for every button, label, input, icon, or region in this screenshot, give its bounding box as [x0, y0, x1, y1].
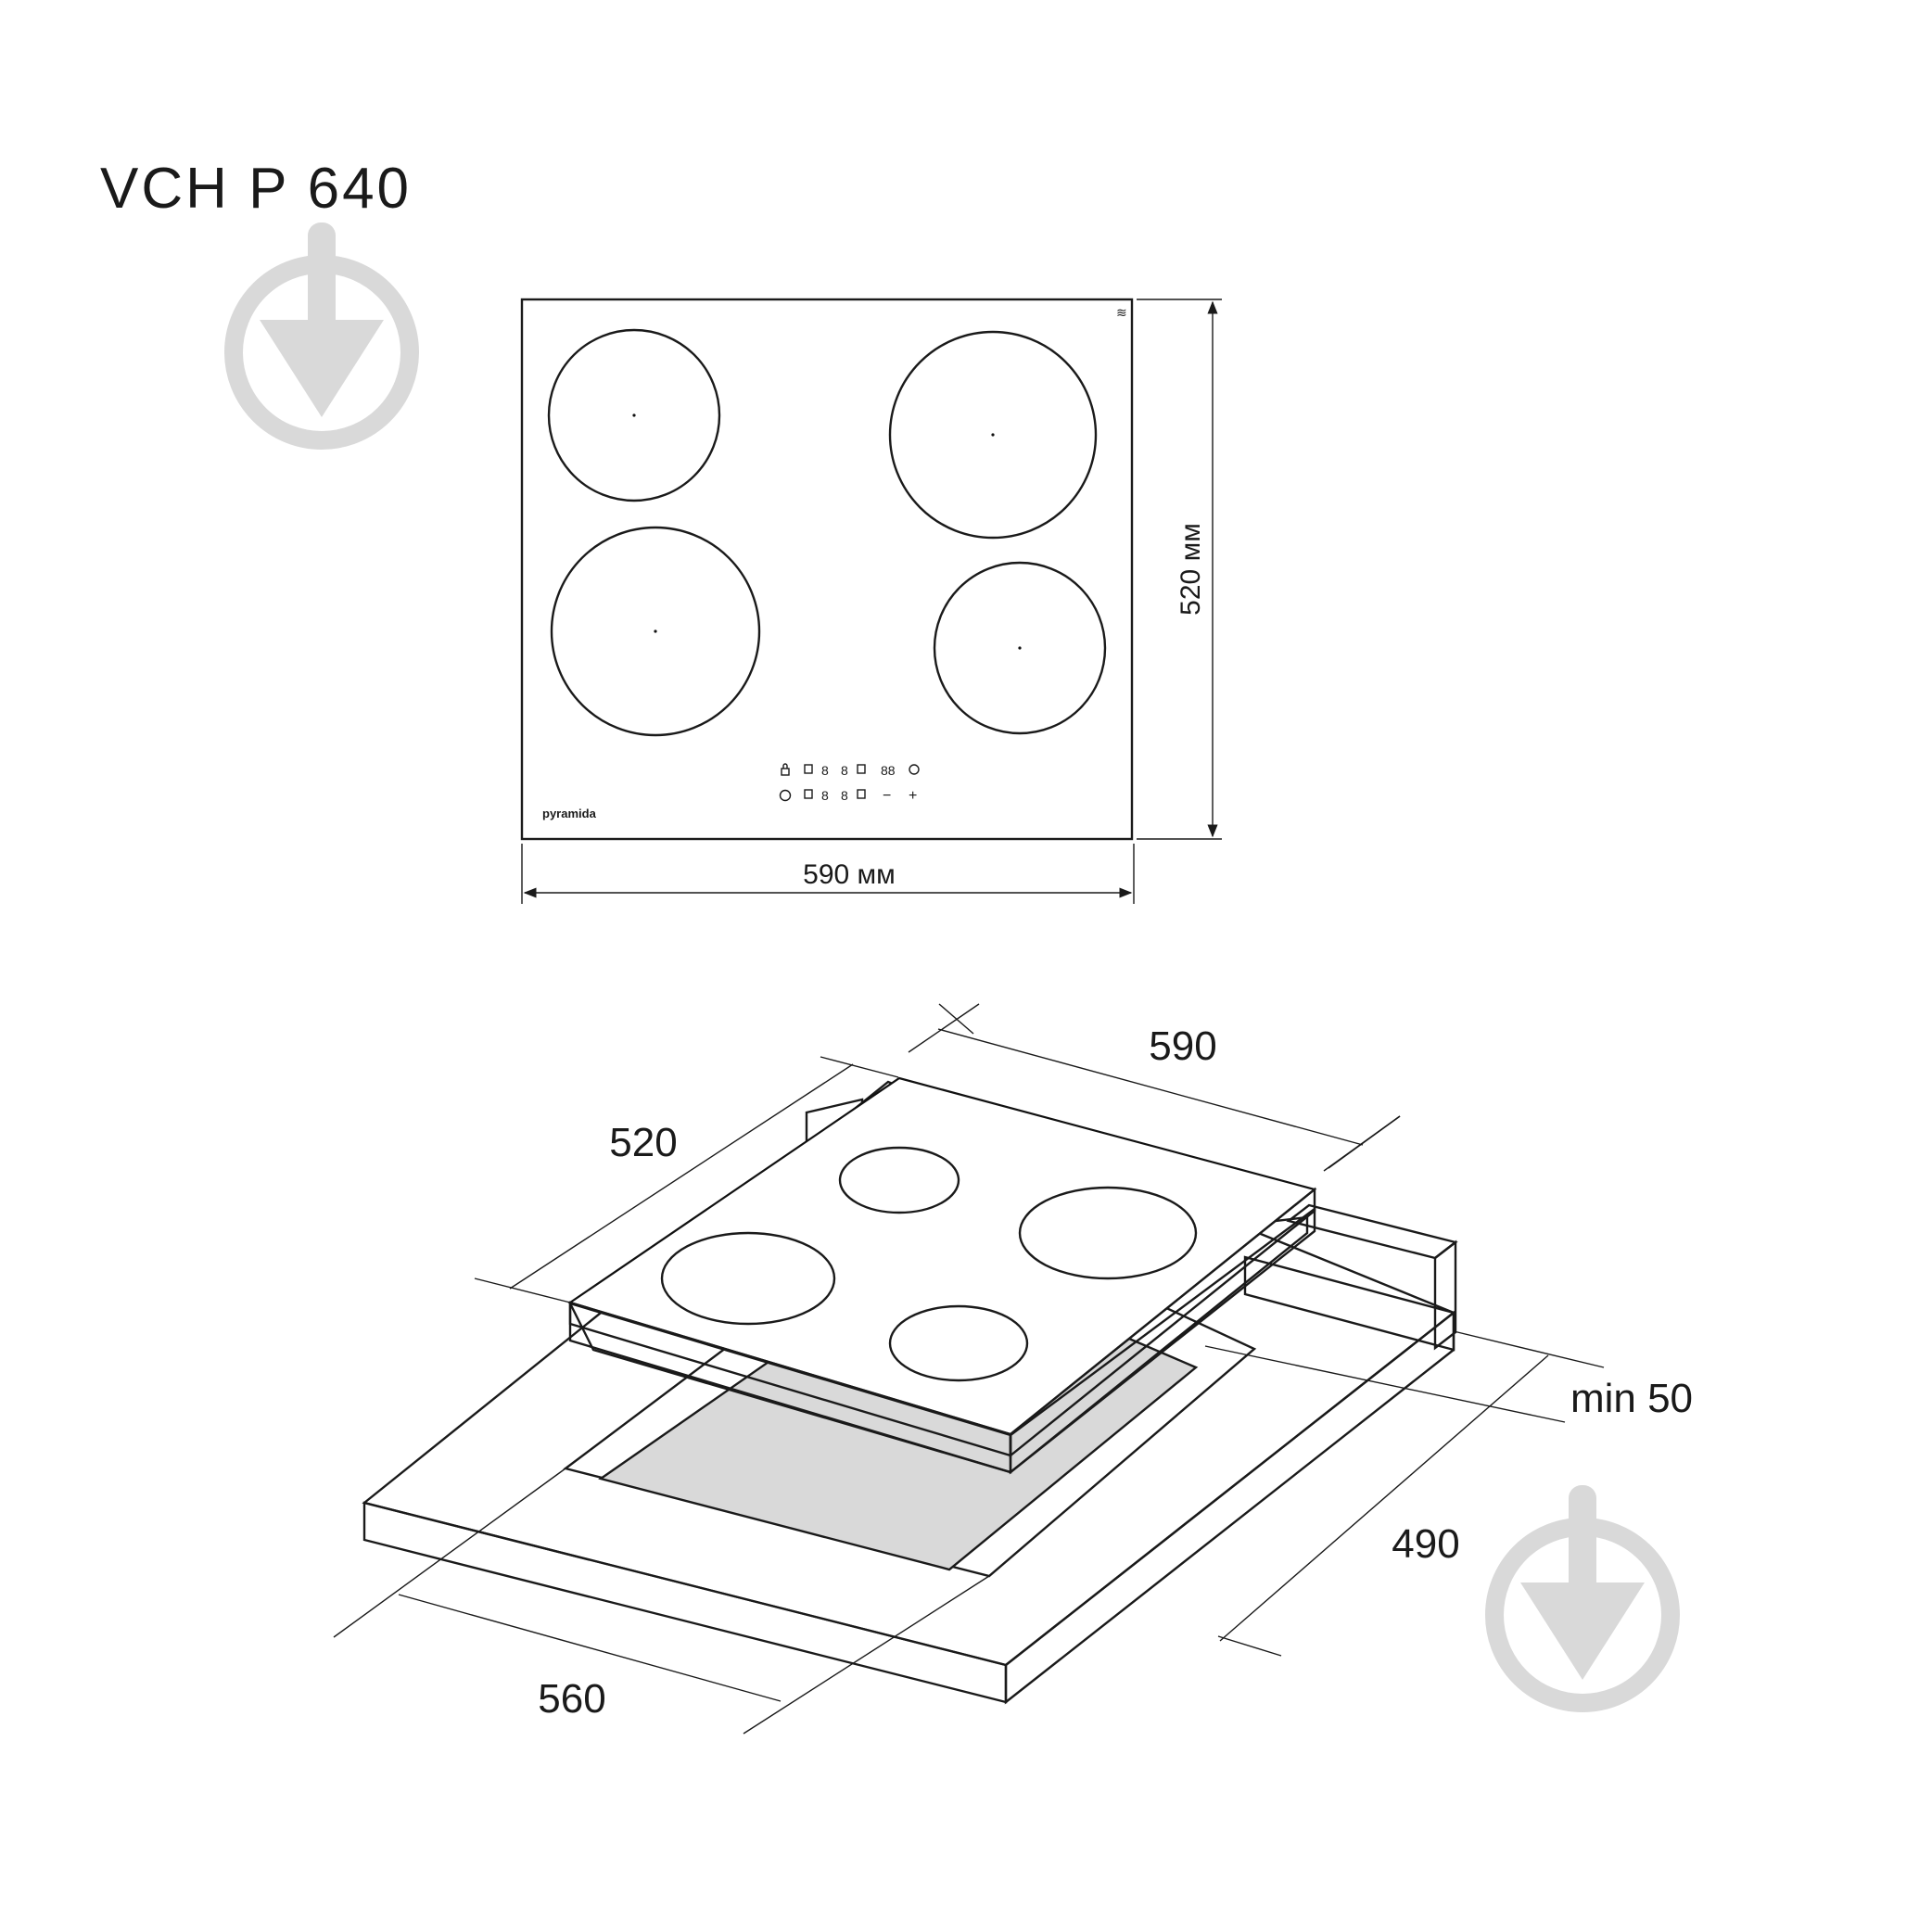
- minus-key: −: [883, 788, 891, 804]
- dim-depth-label: 520: [609, 1120, 677, 1165]
- width-label: 590 мм: [803, 859, 896, 890]
- watermark-top: [224, 222, 419, 450]
- dim-clearance-label: min 50: [1570, 1376, 1693, 1421]
- zone-icon: [857, 789, 866, 799]
- dim-cutout-width-label: 560: [538, 1676, 605, 1722]
- timer-icon: [909, 764, 920, 775]
- zone-icon: [857, 764, 866, 774]
- iso-burner-front-left: [660, 1231, 836, 1326]
- lock-icon: [781, 763, 790, 776]
- display-4: 8: [841, 788, 848, 803]
- power-icon: [779, 789, 792, 802]
- watermark-bottom: [1485, 1485, 1680, 1712]
- top-view: ≋ 8 8 88 8 8 − + pyramida 590: [520, 298, 1222, 904]
- dim-490-line: [1219, 1354, 1549, 1642]
- burner-front-right: [933, 561, 1107, 735]
- display-2: 8: [841, 763, 848, 778]
- dim-cutout-depth-label: 490: [1392, 1521, 1459, 1567]
- iso-burner-front-right: [888, 1304, 1029, 1382]
- burner-rear-right: [888, 330, 1098, 540]
- iso-burner-rear-right: [1018, 1186, 1198, 1280]
- display-timer: 88: [881, 763, 896, 778]
- control-panel: 8 8 88 8 8 − +: [779, 763, 920, 804]
- plus-key: +: [909, 788, 917, 804]
- height-label: 520 мм: [1176, 523, 1206, 616]
- dim-520-line: [509, 1063, 854, 1290]
- model-title: VCH P 640: [100, 157, 413, 221]
- zone-icon: [804, 789, 813, 799]
- brand-logo: pyramida: [542, 807, 597, 820]
- dim-590-line: [937, 1028, 1364, 1146]
- display-1: 8: [821, 763, 829, 778]
- hob-outline: [520, 298, 1134, 841]
- hot-surface-icon: ≋: [1116, 305, 1127, 320]
- zone-icon: [804, 764, 813, 774]
- iso-burner-rear-left: [838, 1146, 960, 1214]
- iso-view: 590 520 min 50 490 560: [333, 1003, 1693, 1735]
- burner-front-left: [550, 526, 761, 737]
- dim-560-line: [398, 1594, 782, 1702]
- dim-width-label: 590: [1149, 1023, 1216, 1069]
- burner-rear-left: [547, 328, 721, 502]
- display-3: 8: [821, 788, 829, 803]
- rear-support: [1243, 1203, 1458, 1352]
